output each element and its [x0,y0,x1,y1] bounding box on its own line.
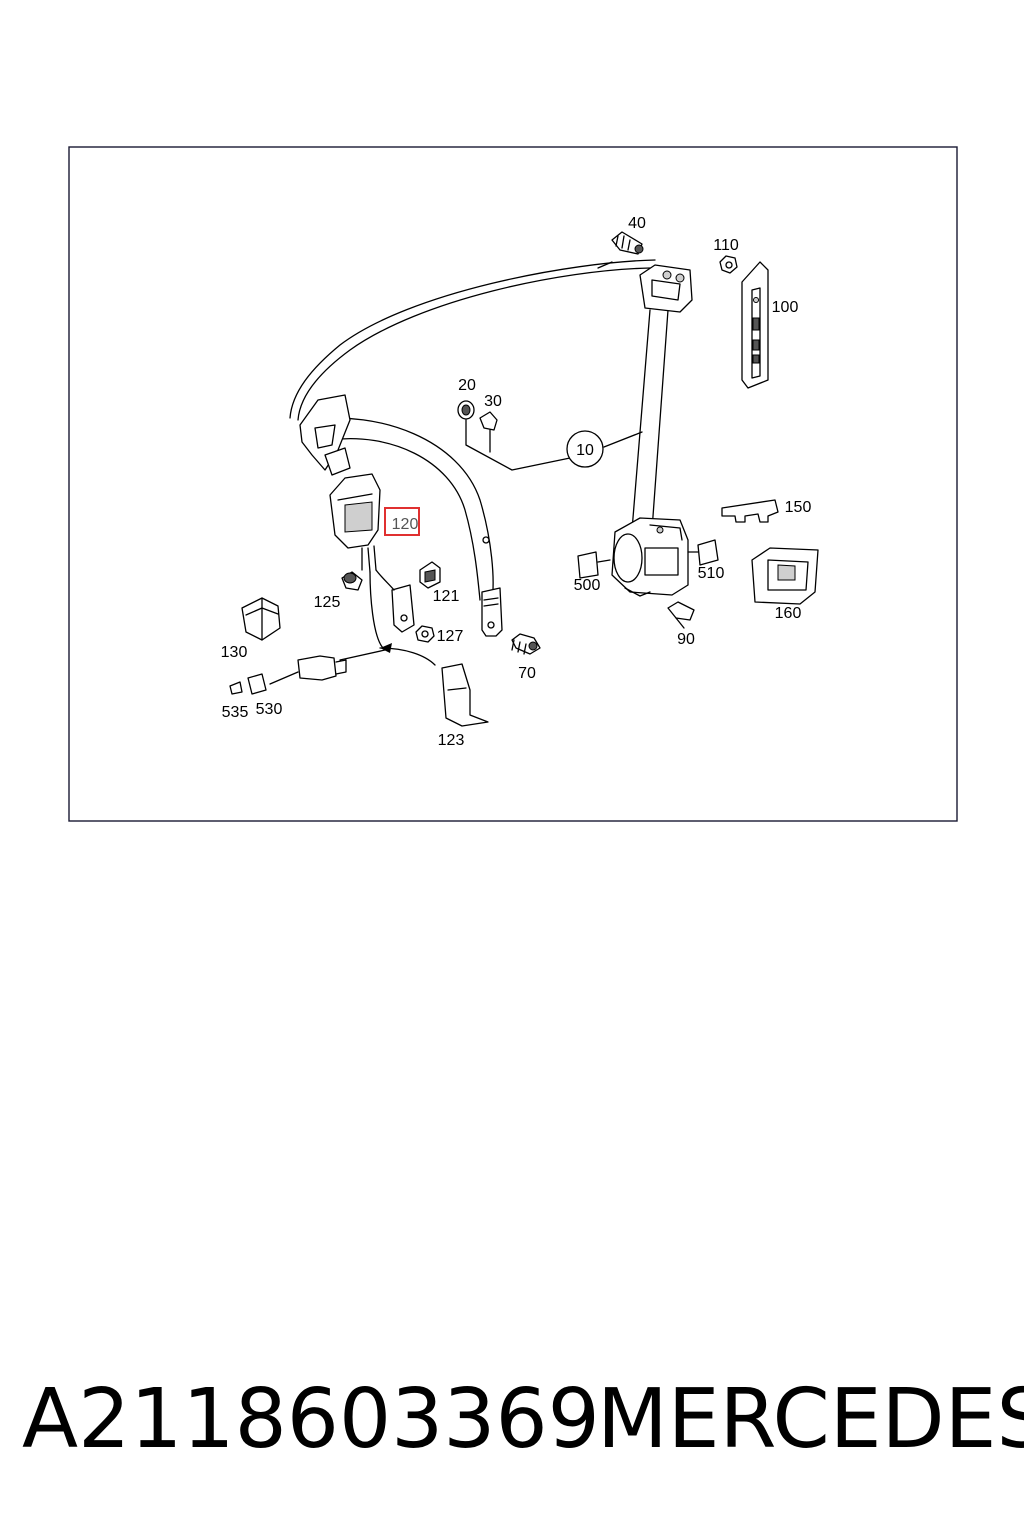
footer: A2118603369 MERCEDES [22,1370,1024,1470]
lap-belt-end-fitting [481,587,503,637]
bolt-40 [611,231,644,255]
bolt-125 [341,571,363,591]
callout-40: 40 [628,215,646,232]
nut-127 [415,625,435,643]
callout-10: 10 [576,442,594,459]
diagram-frame [68,146,958,822]
cap-130 [241,597,281,641]
callout-160: 160 [775,605,802,622]
callout-100: 100 [772,299,799,316]
callout-510: 510 [698,565,725,582]
bolt-90 [667,601,695,629]
belt-tongue-plate [299,394,351,476]
callout-150: 150 [785,499,812,516]
height-adjuster-rail-100 [741,261,769,389]
callout-110: 110 [713,237,739,254]
nut-110 [719,255,738,274]
pin-30 [479,411,498,431]
belt-guide-top [639,264,693,313]
leader-10 [465,419,643,471]
lap-belt-webbing [309,417,494,601]
callout-circle-10 [566,430,604,468]
clip-500 [577,551,611,579]
retractor-unit [611,517,689,597]
callout-500: 500 [574,577,601,594]
highlight-box-120 [384,507,420,536]
callout-130: 130 [221,644,248,661]
callout-30: 30 [484,393,502,410]
callout-70: 70 [518,665,536,682]
seat-belt-exploded-diagram: 40 110 100 20 30 10 150 120 500 510 160 … [68,146,958,822]
callout-127: 127 [437,628,464,645]
bracket-150 [721,499,779,523]
part-number: A2118603369 [22,1372,600,1467]
bolt-70 [511,633,541,655]
callout-20: 20 [458,377,476,394]
washer-20 [457,400,475,420]
callout-123: 123 [438,732,465,749]
callout-90: 90 [677,631,695,648]
callout-121: 121 [433,588,460,605]
clip-121 [419,561,441,589]
callout-125: 125 [314,594,341,611]
callout-120: 120 [392,516,419,533]
bracket-123 [379,643,489,727]
callout-535: 535 [222,704,249,721]
cover-160 [751,547,819,605]
buckle-120 [329,473,415,661]
callout-530: 530 [256,701,283,718]
brand-name: MERCEDES [597,1372,1024,1467]
retractor-column [631,309,669,531]
connector-530 [247,655,347,695]
terminal-535 [229,681,243,695]
shoulder-belt-webbing [289,259,656,421]
clip-510 [687,539,719,566]
